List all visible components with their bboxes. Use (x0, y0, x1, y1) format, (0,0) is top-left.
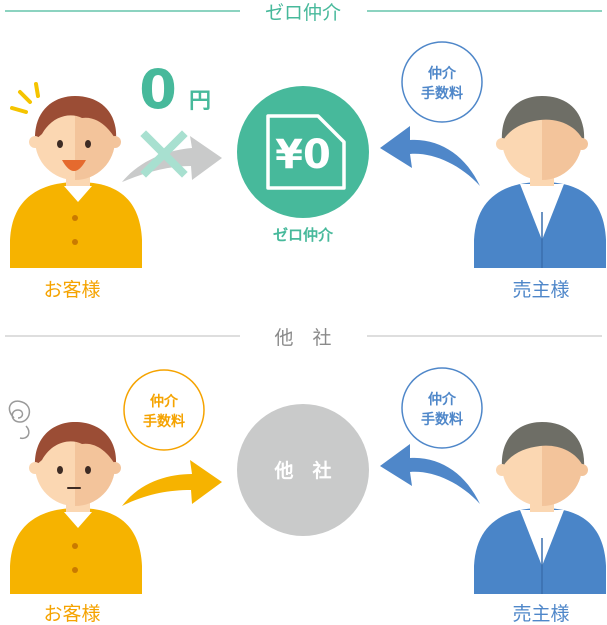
zero-price-unit: 円 (189, 89, 211, 114)
zero-chukai-logo-symbol: ¥0 (275, 132, 331, 178)
fee-badge-top-line2: 手数料 (421, 85, 463, 102)
fee-badge-top (401, 41, 483, 123)
cross-mark-icon (140, 130, 188, 178)
fee-badge-bottom-left-line1: 仲介 (150, 393, 179, 410)
top-header-title: ゼロ仲介 (265, 2, 341, 24)
fee-badge-bottom-right-line1: 仲介 (428, 391, 457, 408)
fee-badge-bottom-right-line2: 手数料 (421, 411, 463, 428)
seller-figure-bottom (474, 422, 606, 594)
fee-badge-bottom-right (401, 367, 483, 449)
zero-chukai-center-label: ゼロ仲介 (273, 226, 334, 244)
seller-label-top: 売主様 (512, 279, 569, 301)
fee-badge-top-line1: 仲介 (428, 65, 457, 82)
top-section: ゼロ仲介 (5, 2, 606, 301)
blue-arrow-top-icon (380, 126, 480, 186)
house-outline-icon (266, 114, 346, 190)
blue-arrow-bottom-icon (380, 444, 480, 504)
customer-label-top: お客様 (43, 279, 100, 301)
fee-badge-bottom-left (123, 369, 205, 451)
confusion-squiggle-icon (8, 400, 31, 440)
orange-arrow-icon (122, 460, 222, 506)
customer-label-bottom: お客様 (43, 603, 100, 625)
bottom-header-title: 他 社 (274, 327, 331, 349)
other-company-center-label: 他 社 (273, 459, 331, 482)
zero-chukai-logo-circle (237, 86, 369, 218)
fee-badge-bottom-left-line2: 手数料 (143, 413, 185, 430)
seller-label-bottom: 売主様 (512, 603, 569, 625)
zero-price-number: 0 (139, 58, 177, 121)
surprise-lines-icon (10, 82, 40, 114)
customer-figure-top (10, 82, 142, 268)
other-company-circle (237, 404, 369, 536)
customer-figure-bottom (10, 422, 142, 594)
seller-figure-top (474, 96, 606, 268)
bottom-section: 他 社 お客様 仲介 手数料 他 社 (5, 327, 606, 625)
